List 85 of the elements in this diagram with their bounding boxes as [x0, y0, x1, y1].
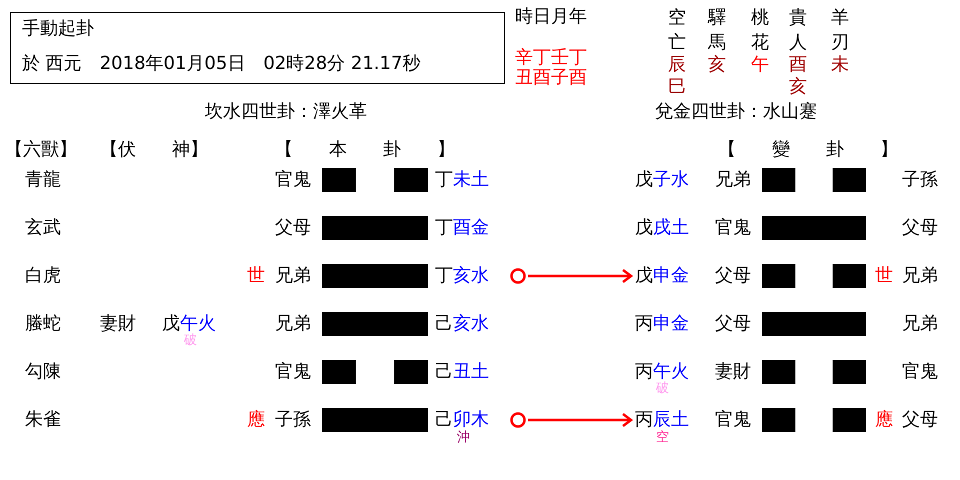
spirit-star-name: 空亡 — [668, 6, 686, 55]
branch-text: 未土 — [453, 169, 489, 191]
relation-text: 官鬼 — [275, 361, 311, 383]
spirit-text: 朱雀 — [25, 409, 61, 431]
relation-text: 兄弟 — [275, 265, 311, 287]
branch-text: 丑土 — [453, 361, 489, 383]
branch-text: 丑酉子酉 — [515, 67, 587, 89]
branch-text: 午 — [751, 54, 769, 76]
spirit-star-name: 桃花 — [751, 6, 769, 55]
arrow — [528, 412, 632, 428]
relation-text: 兄弟 — [275, 313, 311, 335]
stem-text: 己 — [435, 409, 453, 431]
stem-text: 戊 — [162, 313, 180, 335]
circle-marker — [510, 268, 526, 284]
hexagram-title: 兌金四世卦：水山蹇 — [655, 101, 817, 123]
note-text: 空 — [656, 430, 669, 445]
relation-text: 兄弟 — [902, 265, 938, 287]
marker-text: 世 — [875, 265, 893, 287]
branch-text: 辰巳 — [668, 54, 686, 98]
stem-text: 己 — [435, 361, 453, 383]
note-text: 破 — [184, 333, 197, 348]
relation-text: 父母 — [715, 313, 751, 335]
branch-text: 戌土 — [653, 217, 689, 239]
marker-text: 應 — [875, 409, 893, 431]
spirit-text: 青龍 — [25, 169, 61, 191]
date-text: 於 西元 2018年01月05日 02時28分 21.17秒 — [22, 53, 420, 75]
stem-text: 己 — [435, 313, 453, 335]
branch-text: 申金 — [653, 265, 689, 286]
header-title: 手動起卦 — [22, 18, 94, 40]
header-box — [10, 12, 505, 84]
spirit-star-name: 貴人 — [789, 6, 807, 55]
note-text: 沖 — [457, 430, 470, 445]
relation-text: 子孫 — [275, 409, 311, 431]
stem-text: 戊 — [635, 217, 653, 239]
relation-text: 官鬼 — [902, 361, 938, 383]
stem-text: 丁 — [435, 217, 453, 239]
relation-text: 官鬼 — [715, 409, 751, 431]
column-header: 【 本 卦 】 — [275, 139, 455, 161]
branch-text: 亥水 — [453, 313, 489, 335]
stem-text: 戊 — [635, 169, 653, 191]
circle-marker — [510, 412, 526, 428]
marker-text: 世 — [247, 265, 265, 287]
relation-text: 官鬼 — [715, 217, 751, 239]
marker-text: 應 — [247, 409, 265, 431]
branch-text: 亥 — [708, 54, 726, 76]
spirit-text: 白虎 — [25, 265, 61, 287]
column-header: 【六獸】 — [5, 139, 77, 161]
arrow — [528, 268, 632, 284]
relation-text: 父母 — [275, 217, 311, 239]
branch-text: 午火 — [180, 313, 216, 334]
stem-text: 丙 — [635, 361, 653, 383]
column-header: 時日月年 — [515, 6, 587, 28]
relation-text: 父母 — [902, 217, 938, 239]
column-header: 【 變 卦 】 — [718, 139, 898, 161]
branch-text: 午火 — [653, 361, 689, 382]
branch-text: 申金 — [653, 313, 689, 335]
spirit-star-name: 羊刃 — [831, 6, 849, 55]
note-text: 破 — [656, 381, 669, 396]
relation-text: 父母 — [902, 409, 938, 431]
branch-text: 卯木 — [453, 409, 489, 430]
spirit-text: 螣蛇 — [25, 313, 61, 335]
column-header: 【伏 神】 — [100, 139, 208, 161]
relation-text: 子孫 — [902, 169, 938, 191]
hexagram-title: 坎水四世卦：澤火革 — [205, 101, 367, 123]
relation-text: 妻財 — [100, 313, 136, 335]
relation-text: 官鬼 — [275, 169, 311, 191]
relation-text: 兄弟 — [715, 169, 751, 191]
spirit-text: 勾陳 — [25, 361, 61, 383]
branch-text: 酉亥 — [789, 54, 807, 98]
relation-text: 妻財 — [715, 361, 751, 383]
stem-text: 戊 — [635, 265, 653, 286]
stem-text: 丁 — [435, 169, 453, 191]
relation-text: 父母 — [715, 265, 751, 287]
stem-text: 丁 — [435, 265, 453, 287]
branch-text: 未 — [831, 54, 849, 76]
branch-text: 酉金 — [453, 217, 489, 239]
branch-text: 子水 — [653, 169, 689, 191]
spirit-text: 玄武 — [25, 217, 61, 239]
branch-text: 亥水 — [453, 265, 489, 287]
stem-text: 丙 — [635, 409, 653, 430]
spirit-star-name: 驛馬 — [708, 6, 726, 54]
stem-text: 辛丁壬丁 — [515, 47, 587, 68]
stem-text: 丙 — [635, 313, 653, 335]
relation-text: 兄弟 — [902, 313, 938, 335]
branch-text: 辰土 — [653, 409, 689, 430]
